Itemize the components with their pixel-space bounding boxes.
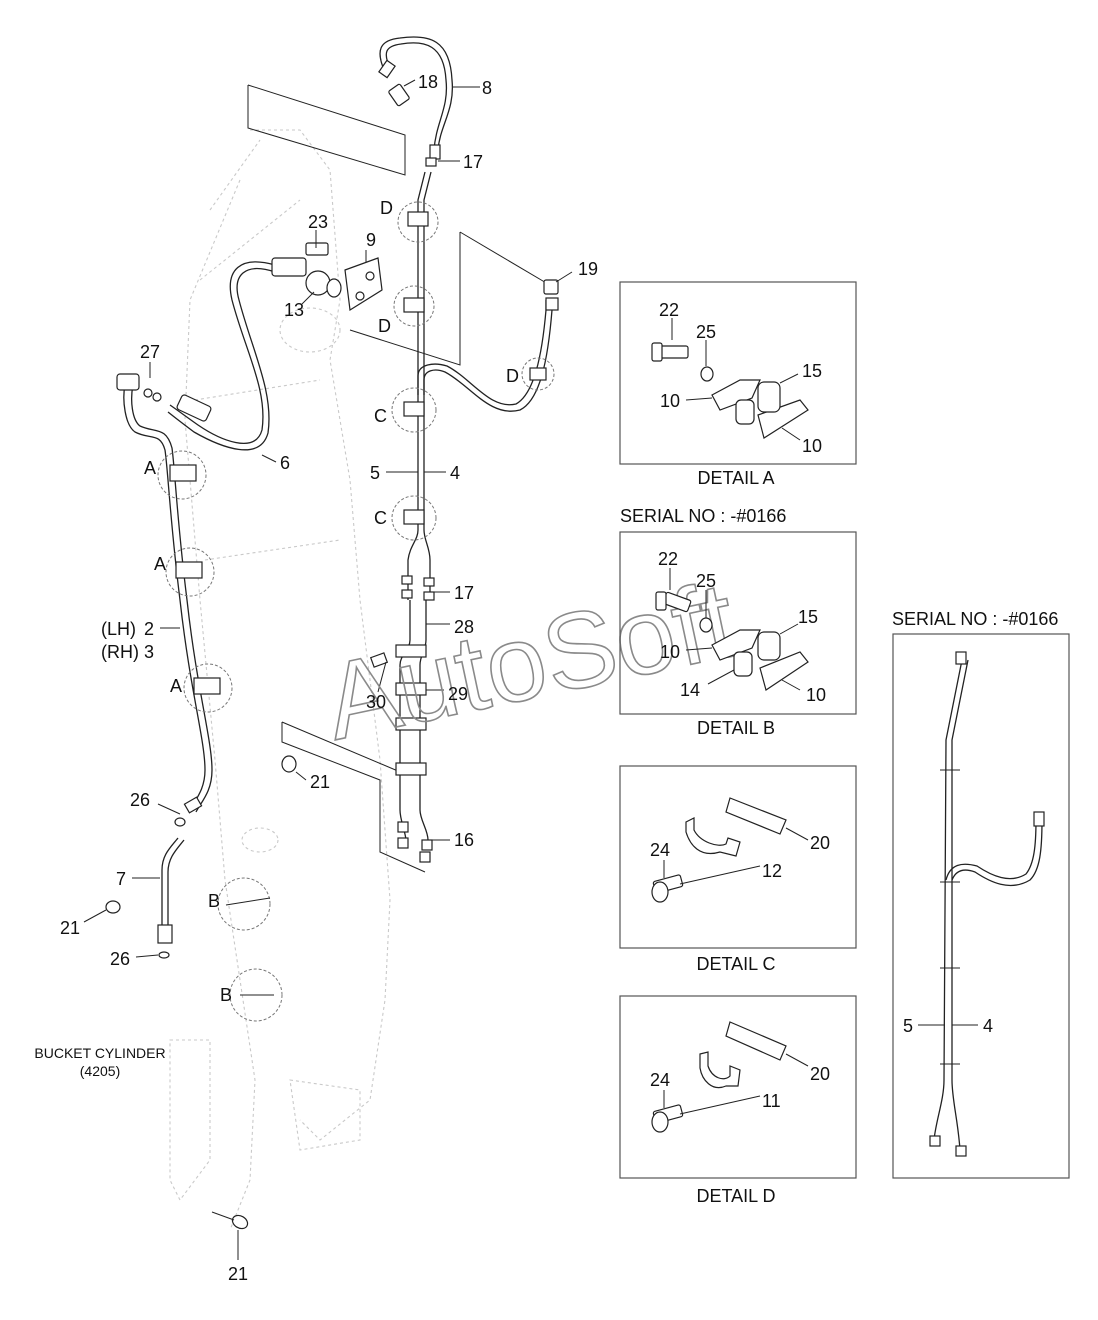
callout-9: 9 <box>366 230 376 250</box>
callout-26-lower: 26 <box>110 949 130 969</box>
detail-b-callout-22: 22 <box>658 549 678 569</box>
callout-5: 5 <box>370 463 380 483</box>
detail-a-callout-22: 22 <box>659 300 679 320</box>
callout-17-lower: 17 <box>454 583 474 603</box>
callout-13: 13 <box>284 300 304 320</box>
callout-27: 27 <box>140 342 160 362</box>
detail-circles <box>157 201 555 1022</box>
detail-d-callout-11: 11 <box>762 1091 781 1111</box>
side-variant-panel: 5 4 <box>892 633 1070 1179</box>
callout-17: 17 <box>463 152 483 172</box>
callout-c-upper: C <box>374 406 387 426</box>
callout-26-upper: 26 <box>130 790 150 810</box>
detail-a-callout-10-right: 10 <box>802 436 822 456</box>
detail-a-callout-15: 15 <box>802 361 822 381</box>
detail-d-caption: DETAIL D <box>696 1186 775 1206</box>
hose-6 <box>167 257 307 451</box>
hose-7 <box>161 837 185 930</box>
callout-7: 7 <box>116 869 126 889</box>
detail-b-callout-15: 15 <box>798 607 818 627</box>
callout-29: 29 <box>448 684 468 704</box>
detail-d-panel: 20 24 11 <box>619 995 857 1179</box>
pipe-2-3 <box>123 384 213 813</box>
callout-d-mid: D <box>378 316 391 336</box>
leader-lines <box>83 79 573 1260</box>
detail-c-callout-24: 24 <box>650 840 670 860</box>
detail-d-callout-24: 24 <box>650 1070 670 1090</box>
callout-3: 3 <box>144 642 154 662</box>
callout-a-upper: A <box>144 458 156 478</box>
callout-30: 30 <box>366 692 386 712</box>
callout-21-bottom: 21 <box>228 1264 248 1284</box>
callout-21-mid: 21 <box>310 772 330 792</box>
detail-b-caption: DETAIL B <box>697 718 775 738</box>
callout-b-lower: B <box>220 985 232 1005</box>
callout-a-mid: A <box>154 554 166 574</box>
detail-a-callout-10-left: 10 <box>660 391 680 411</box>
watermark-text: AutoSoft <box>315 558 745 762</box>
arm-ghost-outline <box>169 129 391 1231</box>
detail-d-callout-20: 20 <box>810 1064 830 1084</box>
detail-c-panel: 20 24 12 <box>619 765 857 949</box>
callout-8: 8 <box>482 78 492 98</box>
hose-8 <box>379 36 454 151</box>
detail-a-panel: 22 25 15 10 10 <box>619 281 857 465</box>
callout-2: 2 <box>144 619 154 639</box>
callout-6: 6 <box>280 453 290 473</box>
detail-c-callout-20: 20 <box>810 833 830 853</box>
callout-21-left: 21 <box>60 918 80 938</box>
detail-b-callout-10-left: 10 <box>660 642 680 662</box>
side-serial: SERIAL NO : -#0166 <box>892 609 1058 629</box>
detail-b-serial: SERIAL NO : -#0166 <box>620 506 786 526</box>
callout-23: 23 <box>308 212 328 232</box>
bucket-cylinder-title: BUCKET CYLINDER <box>34 1045 165 1061</box>
bucket-cylinder-code: (4205) <box>80 1063 120 1079</box>
callout-b-upper: B <box>208 891 220 911</box>
side-callout-5: 5 <box>903 1016 913 1036</box>
detail-b-callout-14: 14 <box>680 680 700 700</box>
callout-lh-tag: (LH) <box>101 619 136 639</box>
main-callouts: 18 8 17 D 23 9 19 13 D 27 D C 6 5 4 A C … <box>60 72 598 1284</box>
detail-b-callout-25: 25 <box>696 571 716 591</box>
callout-16: 16 <box>454 830 474 850</box>
callout-d-right: D <box>506 366 519 386</box>
callout-28: 28 <box>454 617 474 637</box>
callout-a-lower: A <box>170 676 182 696</box>
detail-c-caption: DETAIL C <box>696 954 775 974</box>
reference-planes <box>247 84 549 873</box>
callout-18: 18 <box>418 72 438 92</box>
callout-rh-tag: (RH) <box>101 642 139 662</box>
detail-a-caption: DETAIL A <box>697 468 774 488</box>
detail-c-callout-12: 12 <box>762 861 782 881</box>
callout-c-lower: C <box>374 508 387 528</box>
callout-d-upper: D <box>380 198 393 218</box>
callout-19: 19 <box>578 259 598 279</box>
callout-4: 4 <box>450 463 460 483</box>
pipe-19-branch <box>417 300 553 412</box>
side-callout-4: 4 <box>983 1016 993 1036</box>
detail-a-callout-25: 25 <box>696 322 716 342</box>
detail-b-callout-10-right: 10 <box>806 685 826 705</box>
detail-b-panel: 22 25 15 10 14 10 <box>619 531 857 715</box>
fittings <box>105 59 559 1230</box>
